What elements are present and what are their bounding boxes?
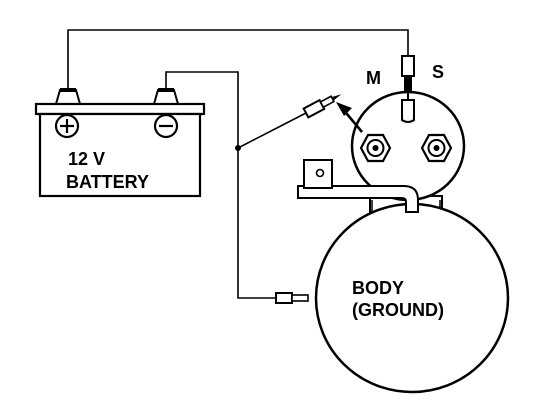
wire-battery-negative (165, 71, 239, 148)
wire-junction-dot (235, 145, 241, 151)
solenoid-strap (297, 185, 419, 213)
battery: 12 V BATTERY (34, 88, 206, 198)
motor-body (314, 202, 510, 394)
battery-voltage-label: 12 V (68, 149, 105, 169)
body-label-line1: BODY (352, 278, 404, 298)
s-terminal-connector-icon (401, 55, 415, 92)
wires (67, 29, 409, 299)
starter-motor: BODY (GROUND) (297, 90, 510, 394)
s-terminal-spade (401, 99, 415, 123)
test-probe-icon (302, 94, 342, 119)
plus-symbol-icon (54, 113, 80, 139)
wire-to-test-probe (237, 112, 307, 149)
wire-battery-positive-to-s (67, 29, 409, 88)
b-terminal-nut-icon (420, 133, 453, 163)
wire-to-body-ground (237, 148, 276, 299)
s-terminal-label: S (432, 62, 444, 82)
battery-name-label: BATTERY (66, 172, 149, 192)
m-terminal-label: M (366, 68, 381, 88)
body-label-line2: (GROUND) (352, 300, 444, 320)
minus-symbol-icon (153, 113, 179, 139)
body-ground-clip-icon (275, 292, 309, 304)
m-terminal-nut-icon (359, 133, 392, 163)
battery-negative-post (152, 89, 180, 105)
battery-positive-post (54, 89, 82, 105)
battery-lid (34, 102, 206, 116)
arrow-to-m-terminal-icon (336, 102, 363, 133)
